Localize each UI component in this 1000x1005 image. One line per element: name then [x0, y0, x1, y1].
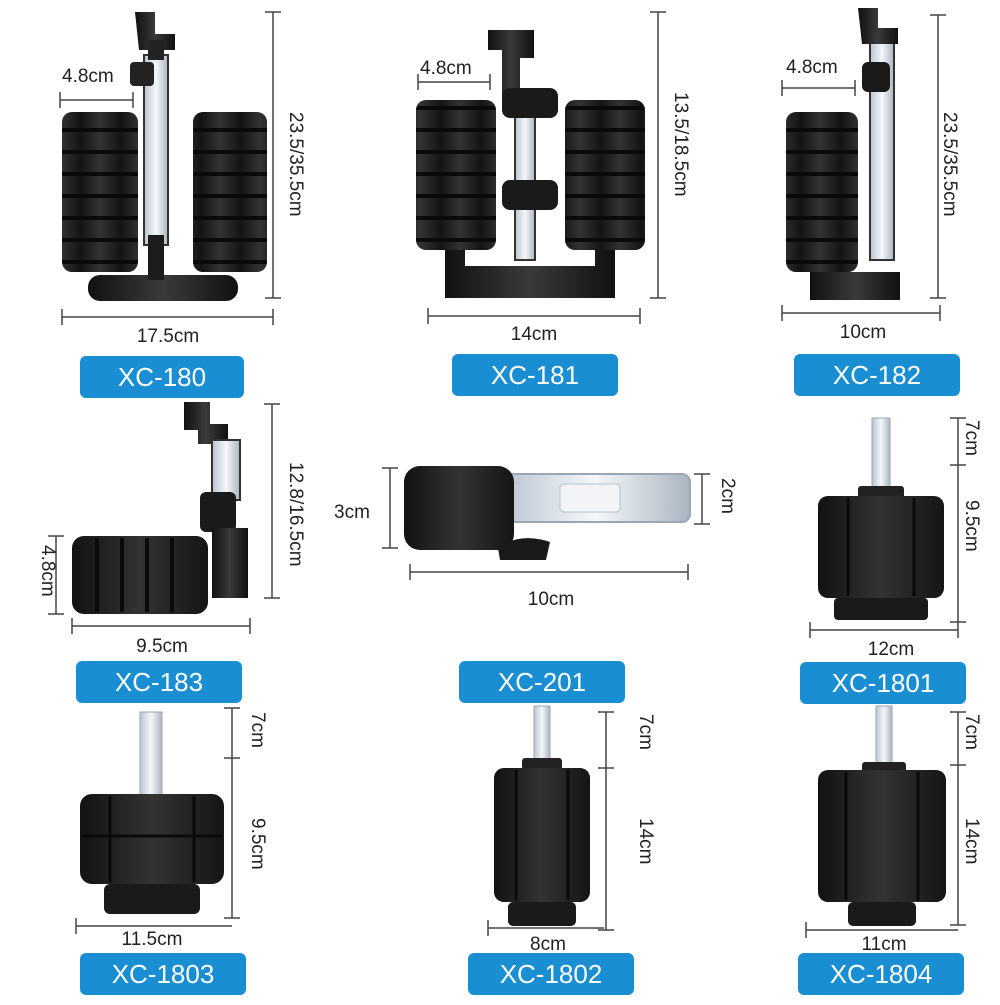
- suction-cup: [498, 538, 550, 560]
- xc-201-dim-left: 3cm: [334, 502, 370, 523]
- product-xc-201: 3cm 2cm 10cm: [334, 466, 738, 610]
- xc-1801-dimension-lines: [809, 417, 966, 638]
- airlift-tube: [875, 705, 893, 769]
- product-xc-181: 4.8cm 13.5/18.5cm 14cm: [416, 11, 691, 345]
- elbow-outlet: [184, 402, 228, 444]
- xc-1803-dimension-lines: [75, 707, 240, 934]
- model-badge-xc-181: XC-181: [452, 354, 618, 396]
- base-pipe: [88, 275, 238, 301]
- suction-cup: [200, 492, 236, 532]
- product-xc-183: 4.8cm 12.8/16.5cm 9.5cm: [37, 402, 306, 657]
- sponge-right: [565, 100, 645, 250]
- xc-1801-dim-height: 9.5cm: [961, 500, 982, 552]
- sponge: [404, 466, 514, 550]
- weighted-base: [104, 884, 200, 914]
- xc-1801-dim-tube: 7cm: [961, 420, 982, 456]
- product-xc-182: 4.8cm 23.5/35.5cm 10cm: [781, 8, 960, 343]
- xc-181-dimension-lines: [417, 11, 666, 324]
- xc-180-dimension-lines: [59, 11, 281, 325]
- xc-1802-image: [494, 705, 590, 926]
- product-xc-180: 4.8cm 23.5/35.5cm 17.5cm: [59, 11, 306, 347]
- xc-1801-image: [818, 417, 944, 620]
- airlift-tube: [211, 439, 241, 501]
- xc-1802-dimension-lines: [487, 711, 614, 936]
- sponge: [818, 496, 944, 598]
- product-xc-1804: 7cm 14cm 11cm: [805, 705, 982, 955]
- xc-181-dim-width: 14cm: [511, 324, 557, 345]
- xc-181-dim-top: 4.8cm: [420, 58, 472, 79]
- uptake-housing: [212, 528, 248, 598]
- sponge: [494, 768, 590, 902]
- xc-1804-image: [818, 705, 946, 926]
- airlift-tube: [871, 417, 891, 491]
- model-badge-xc-1804: XC-1804: [798, 953, 964, 995]
- airlift-tube: [533, 705, 551, 763]
- xc-182-dim-height: 23.5/35.5cm: [939, 112, 960, 217]
- xc-180-dim-height: 23.5/35.5cm: [285, 112, 306, 217]
- xc-1803-dim-height: 9.5cm: [247, 818, 268, 870]
- model-badge-xc-201: XC-201: [459, 661, 625, 703]
- xc-201-dimension-lines: [382, 467, 710, 580]
- xc-182-dim-width: 10cm: [840, 322, 886, 343]
- suction-cup: [502, 88, 558, 118]
- xc-1804-dim-tube: 7cm: [961, 714, 982, 750]
- sponge-left: [416, 100, 496, 250]
- sponge-right: [193, 112, 267, 272]
- xc-201-dim-width: 10cm: [528, 589, 574, 610]
- xc-182-dim-top: 4.8cm: [786, 57, 838, 78]
- xc-182-dimension-lines: [781, 14, 946, 321]
- xc-180-dim-width: 17.5cm: [137, 326, 199, 347]
- xc-183-dim-width: 9.5cm: [136, 636, 188, 657]
- elbow-outlet: [858, 8, 898, 44]
- model-badge-xc-182: XC-182: [794, 354, 960, 396]
- model-badge-xc-1803: XC-1803: [80, 953, 246, 995]
- xc-201-dim-right: 2cm: [717, 478, 738, 514]
- sponge: [80, 794, 224, 884]
- xc-181-dim-height: 13.5/18.5cm: [670, 92, 691, 197]
- xc-1802-dim-width: 8cm: [530, 934, 566, 955]
- elbow-outlet: [135, 12, 175, 50]
- sponge-left: [62, 112, 138, 272]
- weighted-base: [848, 902, 916, 926]
- sponge: [818, 770, 946, 902]
- xc-1802-dim-tube: 7cm: [635, 714, 656, 750]
- product-xc-1801: 7cm 9.5cm 12cm: [809, 417, 982, 660]
- xc-181-image: [416, 30, 645, 298]
- sponge: [786, 112, 858, 272]
- xc-1804-dim-width: 11cm: [861, 934, 906, 955]
- xc-183-dim-left: 4.8cm: [37, 545, 58, 597]
- base-pipe: [445, 250, 615, 298]
- xc-1803-dim-width: 11.5cm: [122, 929, 183, 950]
- xc-183-dimension-lines: [48, 403, 280, 634]
- xc-180-dim-top: 4.8cm: [62, 66, 114, 87]
- weighted-base: [508, 902, 576, 926]
- weighted-base: [834, 598, 928, 620]
- base-pipe: [810, 272, 900, 300]
- xc-1803-dim-tube: 7cm: [247, 712, 268, 748]
- model-badge-xc-183: XC-183: [76, 661, 242, 703]
- xc-1802-dim-height: 14cm: [635, 818, 656, 864]
- airlift-tube: [139, 711, 163, 799]
- xc-183-image: [72, 402, 248, 614]
- xc-1801-dim-width: 12cm: [868, 639, 914, 660]
- model-badge-xc-1802: XC-1802: [468, 953, 634, 995]
- elbow-outlet: [488, 30, 534, 100]
- xc-182-image: [786, 8, 900, 300]
- suction-cup: [130, 62, 154, 86]
- model-badge-xc-180: XC-180: [80, 356, 244, 398]
- sponge: [72, 536, 208, 614]
- suction-cup: [862, 62, 890, 92]
- model-badge-xc-1801: XC-1801: [800, 662, 966, 704]
- xc-1804-dimension-lines: [805, 711, 966, 938]
- xc-1803-image: [80, 711, 224, 914]
- xc-183-dim-height: 12.8/16.5cm: [285, 462, 306, 567]
- xc-201-image: [404, 466, 691, 560]
- product-xc-1802: 7cm 14cm 8cm: [487, 705, 656, 955]
- xc-180-image: [62, 12, 267, 301]
- xc-1804-dim-height: 14cm: [961, 818, 982, 864]
- product-xc-1803: 7cm 9.5cm 11.5cm: [75, 707, 268, 950]
